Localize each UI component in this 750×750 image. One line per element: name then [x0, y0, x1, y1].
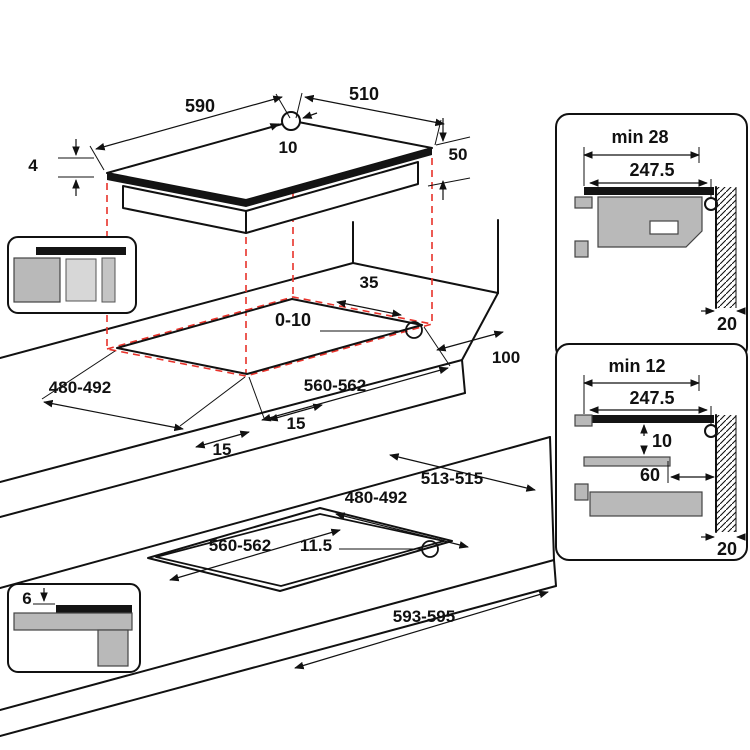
hob-glass-edge-right [246, 148, 432, 207]
worktop-cutout-dimensions: 35 0-10 480-492 560-562 100 15 15 [41, 273, 520, 459]
dim-min-clearance: min 12 [608, 356, 665, 376]
side-panel-block [101, 257, 116, 303]
dim-hole-diameter: 10 [279, 138, 298, 157]
mount-bracket-lower [574, 240, 589, 258]
hob-body-right [245, 161, 419, 234]
shelf-section [583, 456, 671, 467]
dim-body-height: 50 [449, 145, 468, 164]
hob-glass-section [584, 415, 714, 423]
dim-wall-thickness: 20 [717, 314, 737, 334]
dim-overlap-height: 6 [22, 589, 31, 608]
glass-edge-bar [36, 247, 126, 255]
dim-bracket-offset: 247.5 [629, 160, 674, 180]
edge-section-detail-box [7, 236, 137, 314]
dim-air-gap: 10 [652, 431, 672, 451]
dim-under-cutout-width: 560-562 [209, 536, 271, 555]
dim-min-clearance: min 28 [611, 127, 668, 147]
dim-cutout-depth: 480-492 [49, 378, 111, 397]
hob-glass-edge-left [107, 173, 246, 207]
hob-glass-section [584, 187, 714, 195]
edge-gap-callout-circle [405, 321, 423, 339]
glass-overlap-detail-box: 6 [7, 583, 141, 673]
cabinet-section-block [65, 258, 97, 302]
worktop-section-block [13, 257, 61, 303]
dim-corner-radius: 11.5 [300, 536, 332, 555]
mount-bracket-lower [574, 483, 589, 501]
dim-overhang-left: 15 [213, 440, 232, 459]
hob-isometric-view: 590 510 10 4 50 [28, 84, 471, 234]
worktop-underside-view: 11.5 560-562 480-492 513-515 593-595 [0, 436, 557, 737]
dim-under-cutout-depth: 480-492 [345, 488, 407, 507]
dim-cutout-width: 560-562 [304, 376, 366, 395]
vent-opening [649, 220, 679, 235]
mount-bracket-upper [574, 414, 593, 427]
section-panel-min28: min 28 247.5 20 [555, 113, 748, 361]
dim-overhang-right: 15 [287, 414, 306, 433]
dim-side-clearance: 100 [492, 348, 520, 367]
dim-hob-depth: 510 [349, 84, 379, 104]
cutout-outline [116, 298, 423, 375]
dim-shelf-setback: 60 [640, 465, 660, 485]
wall-hatching [716, 187, 736, 308]
base-cabinet-section [589, 491, 703, 517]
dim-edge-gap: 0-10 [275, 310, 311, 330]
wall-hatching [716, 415, 736, 532]
dim-overall-depth: 513-515 [421, 469, 483, 488]
cabinet-side-block [97, 629, 129, 667]
dim-wall-thickness: 20 [717, 539, 737, 559]
mount-bracket-upper [574, 196, 593, 209]
glass-edge-bar [56, 605, 132, 613]
dim-back-clearance: 35 [360, 273, 379, 292]
worktop-section-block [13, 612, 133, 631]
section-panel-min12: min 12 247.5 10 60 20 [555, 343, 748, 561]
dim-hob-width: 590 [185, 96, 215, 116]
dim-glass-thickness: 4 [28, 156, 38, 175]
dim-bracket-offset: 247.5 [629, 388, 674, 408]
